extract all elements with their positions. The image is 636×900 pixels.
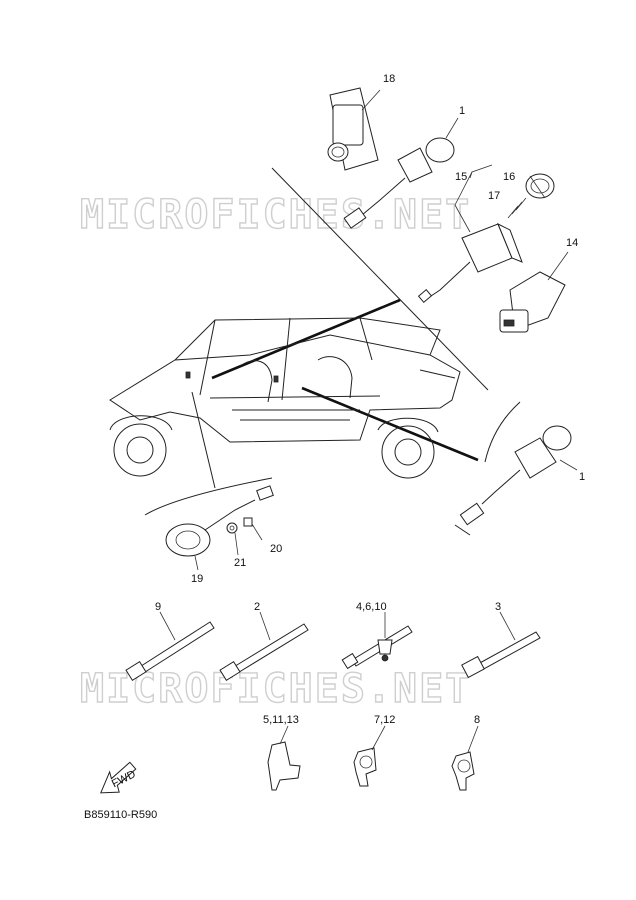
callout-3: 3 xyxy=(495,601,501,613)
callout-15: 15 xyxy=(455,171,467,183)
section-divider-right-tail xyxy=(454,524,471,536)
callout-2: 2 xyxy=(254,601,260,613)
section-divider-upper xyxy=(271,167,489,391)
part-8-clip[interactable] xyxy=(451,725,479,791)
part-1-socket-top[interactable] xyxy=(343,117,459,229)
section-divider-right xyxy=(484,401,521,463)
callout-18: 18 xyxy=(383,73,395,85)
part-1-socket-right[interactable] xyxy=(459,425,578,526)
callout-14: 14 xyxy=(566,237,578,249)
vehicle-illustration xyxy=(109,317,461,479)
callout-1-right: 1 xyxy=(579,471,585,483)
part-9-cable-tie[interactable] xyxy=(125,611,215,682)
leader-upper xyxy=(211,298,401,380)
part-15-16-17-assembly[interactable] xyxy=(417,164,555,303)
leader-right xyxy=(301,386,479,462)
callout-5-11-13: 5,11,13 xyxy=(263,714,299,726)
callout-9: 9 xyxy=(155,601,161,613)
fwd-label: FWD xyxy=(110,768,138,790)
callout-1-top: 1 xyxy=(459,105,465,117)
part-5-11-13-clip[interactable] xyxy=(267,725,301,791)
part-14-switch[interactable] xyxy=(499,251,569,333)
fwd-arrow: FWD xyxy=(99,761,138,794)
part-4-6-10-clip-tie[interactable] xyxy=(341,612,413,670)
callout-21: 21 xyxy=(234,557,246,569)
leader-lower xyxy=(191,391,216,489)
callout-7-12: 7,12 xyxy=(374,714,395,726)
watermark-top: MICROFICHES.NET xyxy=(80,192,471,238)
part-3-cable-tie[interactable] xyxy=(461,611,541,679)
part-7-12-clip[interactable] xyxy=(353,725,386,787)
part-2-cable-tie[interactable] xyxy=(219,611,309,682)
section-divider-left xyxy=(144,477,273,516)
callout-17: 17 xyxy=(488,190,500,202)
callout-8: 8 xyxy=(474,714,480,726)
callout-4-6-10: 4,6,10 xyxy=(356,601,387,613)
callout-16: 16 xyxy=(503,171,515,183)
diagram-code: B859110-R590 xyxy=(84,809,157,821)
part-19-20-21-sensor[interactable] xyxy=(165,485,274,571)
callout-19: 19 xyxy=(191,573,203,585)
part-18-switch-panel[interactable] xyxy=(327,87,381,171)
callout-20: 20 xyxy=(270,543,282,555)
